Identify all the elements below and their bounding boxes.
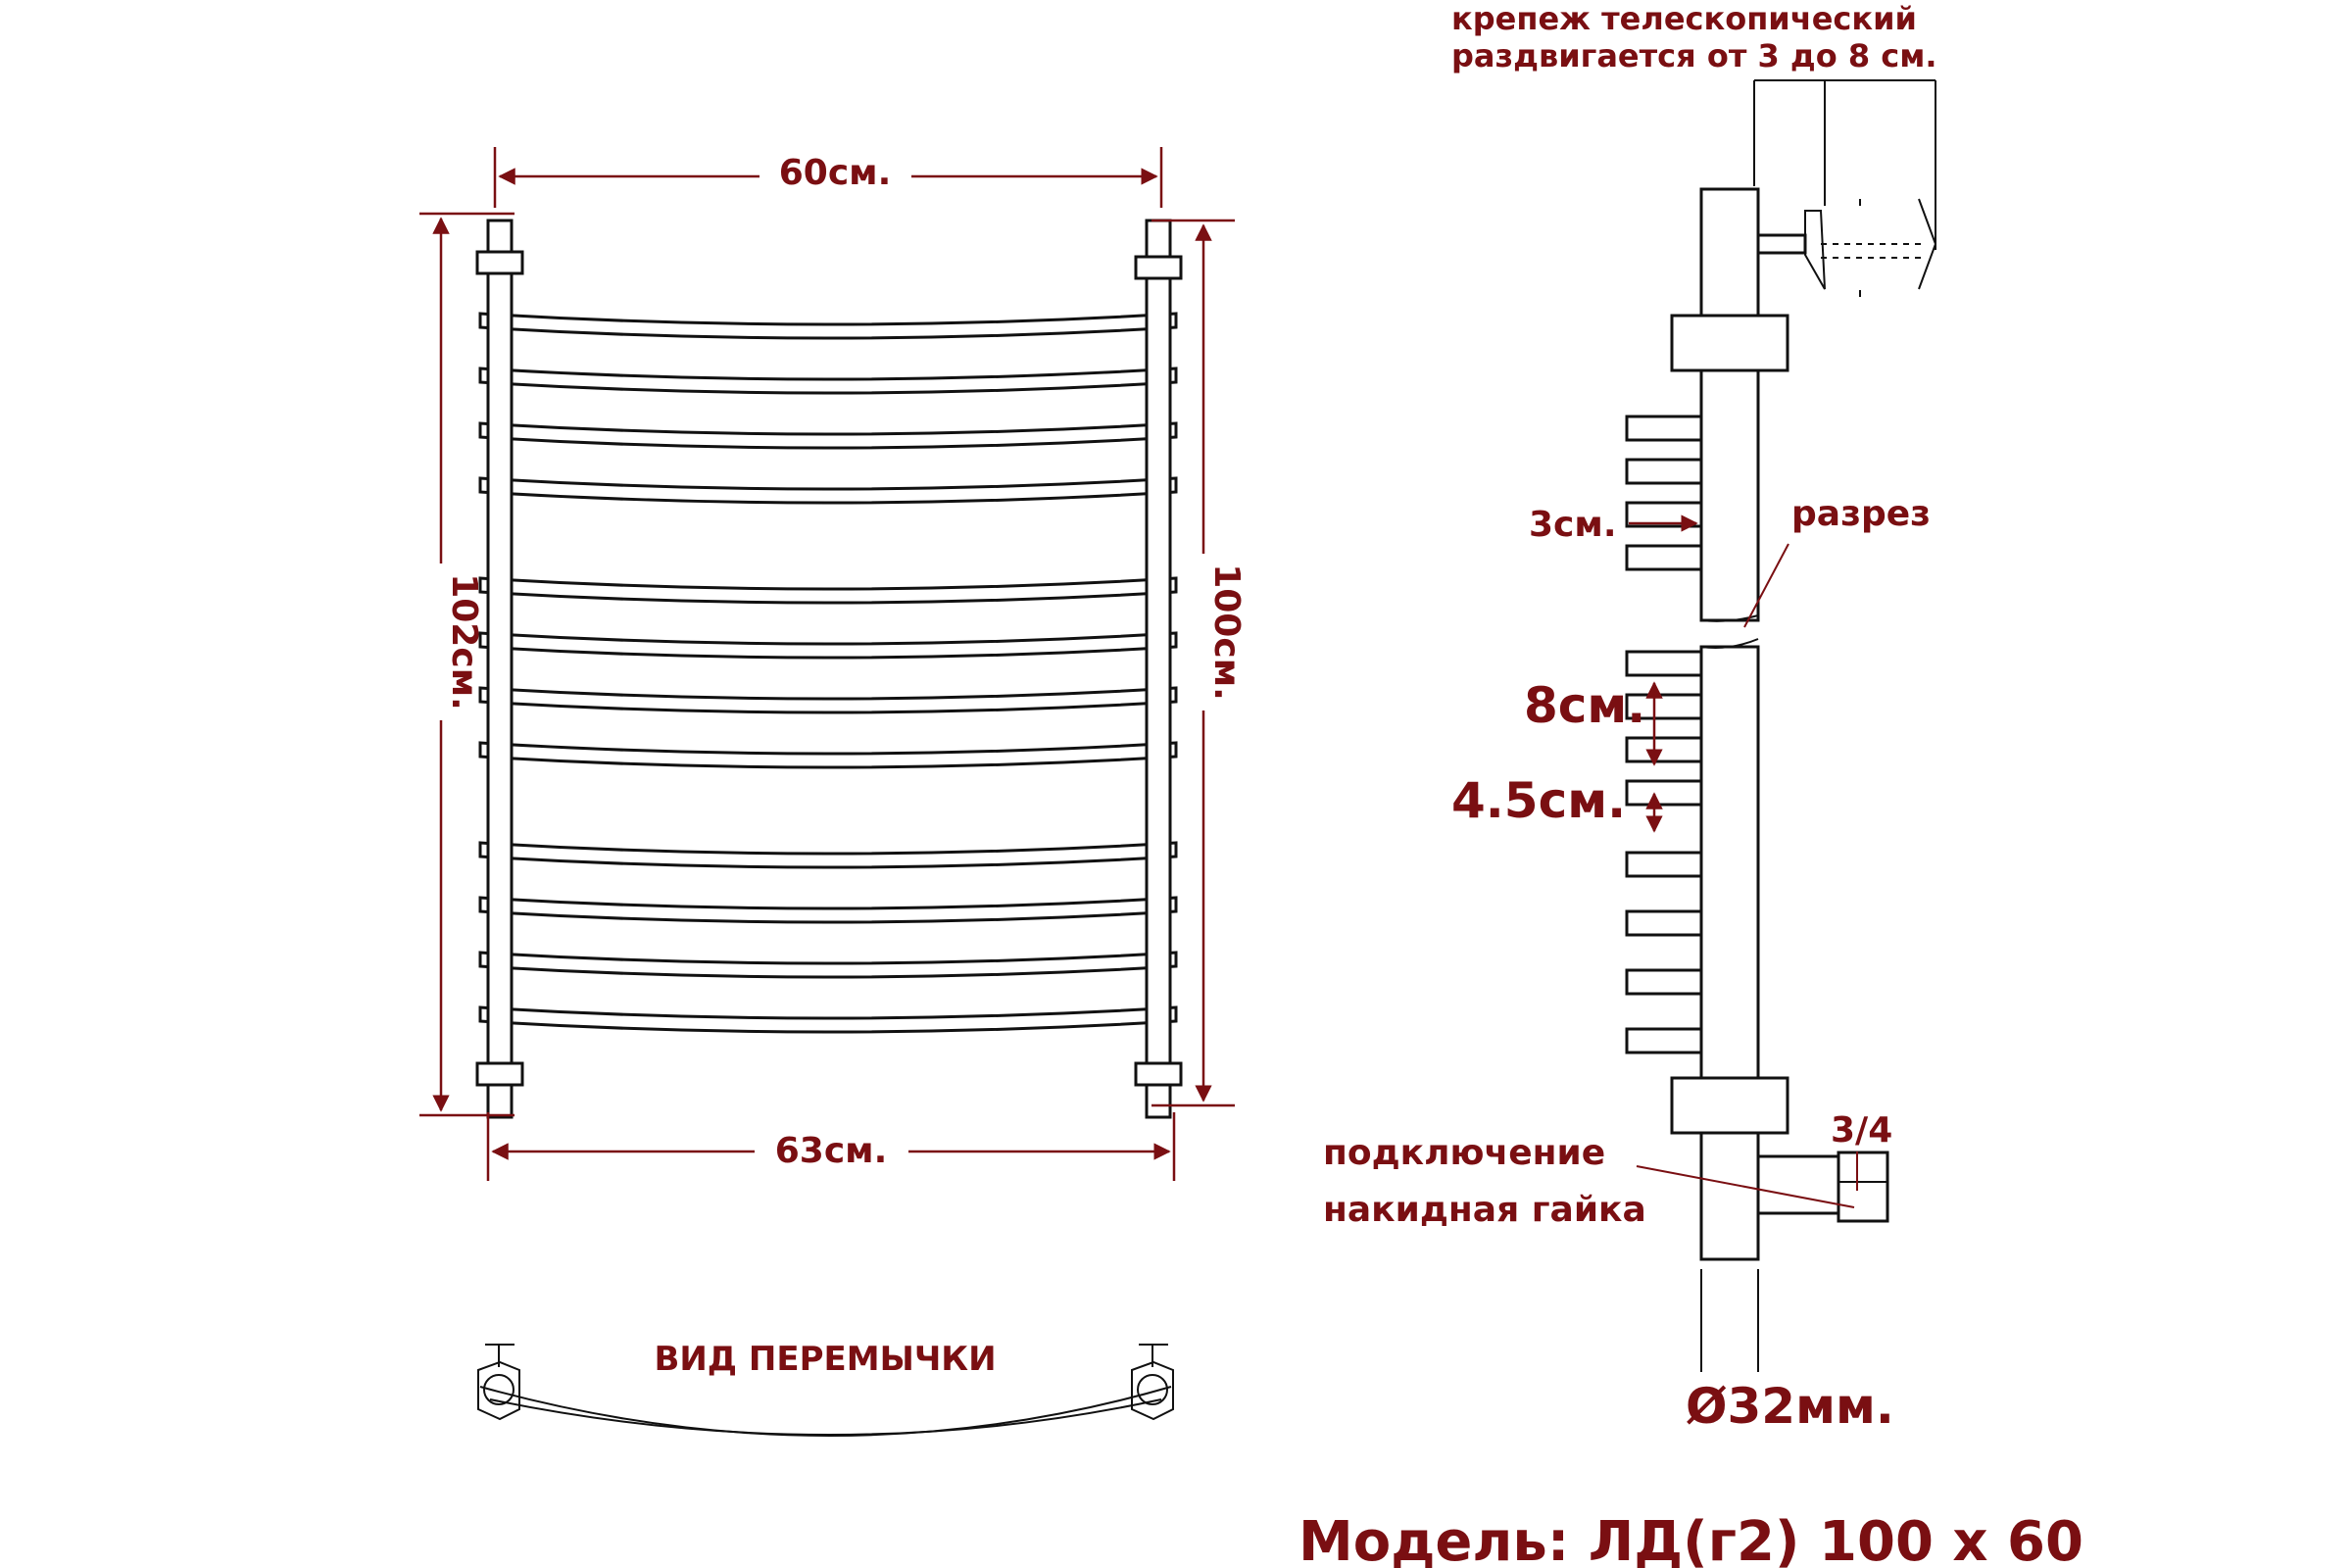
- side-pipe-upper: [1699, 187, 1760, 622]
- side-upper-nut: [1670, 314, 1789, 372]
- mount-label-line2: раздвигается от 3 до 8 см.: [1451, 37, 1937, 74]
- dimension-width-bottom: 63см.: [486, 1112, 1176, 1181]
- rung-group: [478, 312, 1178, 1034]
- right-bottom-mount: [1134, 1061, 1183, 1087]
- rung-stubs: [1625, 415, 1703, 1054]
- bridge-view: ВИД ПЕРЕМЫЧКИ: [477, 1340, 1174, 1437]
- width-top-label: 60см.: [779, 153, 892, 193]
- side-stub-9: [1625, 851, 1703, 878]
- side-stub-12: [1625, 1027, 1703, 1054]
- rung-2: [478, 367, 1178, 395]
- thread-label: 3/4: [1831, 1110, 1892, 1151]
- model-caption: Модель: ЛД(г2) 100 х 60: [1298, 1510, 2083, 1568]
- dimension-spacing-large: 8см.: [1524, 677, 1663, 766]
- depth-label: 3см.: [1529, 505, 1617, 545]
- rung-11: [478, 951, 1178, 979]
- side-pipe-lower: [1699, 645, 1760, 1261]
- side-stub-10: [1625, 909, 1703, 937]
- cut-label: разрез: [1791, 494, 1931, 534]
- rung-6: [478, 631, 1178, 660]
- right-collector: [1145, 219, 1172, 1119]
- side-stub-4: [1625, 544, 1703, 571]
- diameter-label: Ø32мм.: [1686, 1378, 1894, 1435]
- right-top-mount: [1134, 255, 1183, 280]
- spacing-large-label: 8см.: [1524, 677, 1645, 734]
- side-stub-1: [1625, 415, 1703, 442]
- side-stub-7: [1625, 736, 1703, 763]
- bridge-curve-inner: [489, 1398, 1162, 1436]
- rung-5: [478, 576, 1178, 605]
- rung-3: [478, 421, 1178, 450]
- side-lower-nut: [1670, 1076, 1789, 1135]
- dimension-depth: 3см.: [1529, 505, 1698, 545]
- dimension-width-top: 60см.: [493, 147, 1163, 208]
- connection-fitting: [1756, 1151, 1889, 1223]
- cut-break: [1700, 614, 1759, 649]
- left-bridge-flange: [477, 1344, 520, 1421]
- side-stub-8: [1625, 779, 1703, 807]
- rung-12: [478, 1005, 1178, 1034]
- rung-10: [478, 896, 1178, 924]
- dimension-height-right: 100см.: [1152, 219, 1247, 1107]
- spacing-small-label: 4.5см.: [1451, 772, 1626, 829]
- dimension-height-left: 102см.: [419, 212, 514, 1117]
- side-stub-6: [1625, 693, 1703, 720]
- bridge-curve-outer: [479, 1386, 1172, 1437]
- side-stub-11: [1625, 968, 1703, 996]
- left-bottom-mount: [475, 1061, 524, 1087]
- side-stub-5: [1625, 650, 1703, 677]
- rung-4: [478, 476, 1178, 505]
- rung-8: [478, 741, 1178, 769]
- dimension-spacing-small: 4.5см.: [1451, 772, 1663, 833]
- telescopic-bracket: [1756, 198, 1937, 297]
- height-right-label: 100см.: [1206, 564, 1247, 701]
- mount-label-line1: крепеж телескопический: [1451, 0, 1917, 37]
- height-left-label: 102см.: [444, 573, 484, 710]
- rung-1: [478, 312, 1178, 340]
- left-top-mount: [475, 250, 524, 275]
- side-stub-2: [1625, 458, 1703, 485]
- rung-9: [478, 841, 1178, 869]
- left-collector: [486, 219, 514, 1119]
- connection-label-line2: накидная гайка: [1323, 1190, 1646, 1230]
- side-view: крепеж телескопический раздвигается от 3…: [1323, 0, 1937, 1435]
- width-bottom-label: 63см.: [775, 1131, 888, 1171]
- front-view: 60см. 63см. 102см. 100см.: [419, 147, 1247, 1181]
- right-bridge-flange: [1131, 1344, 1174, 1421]
- connection-label-line1: подключение: [1323, 1133, 1605, 1173]
- rung-7: [478, 686, 1178, 714]
- bridge-view-label: ВИД ПЕРЕМЫЧКИ: [654, 1340, 996, 1379]
